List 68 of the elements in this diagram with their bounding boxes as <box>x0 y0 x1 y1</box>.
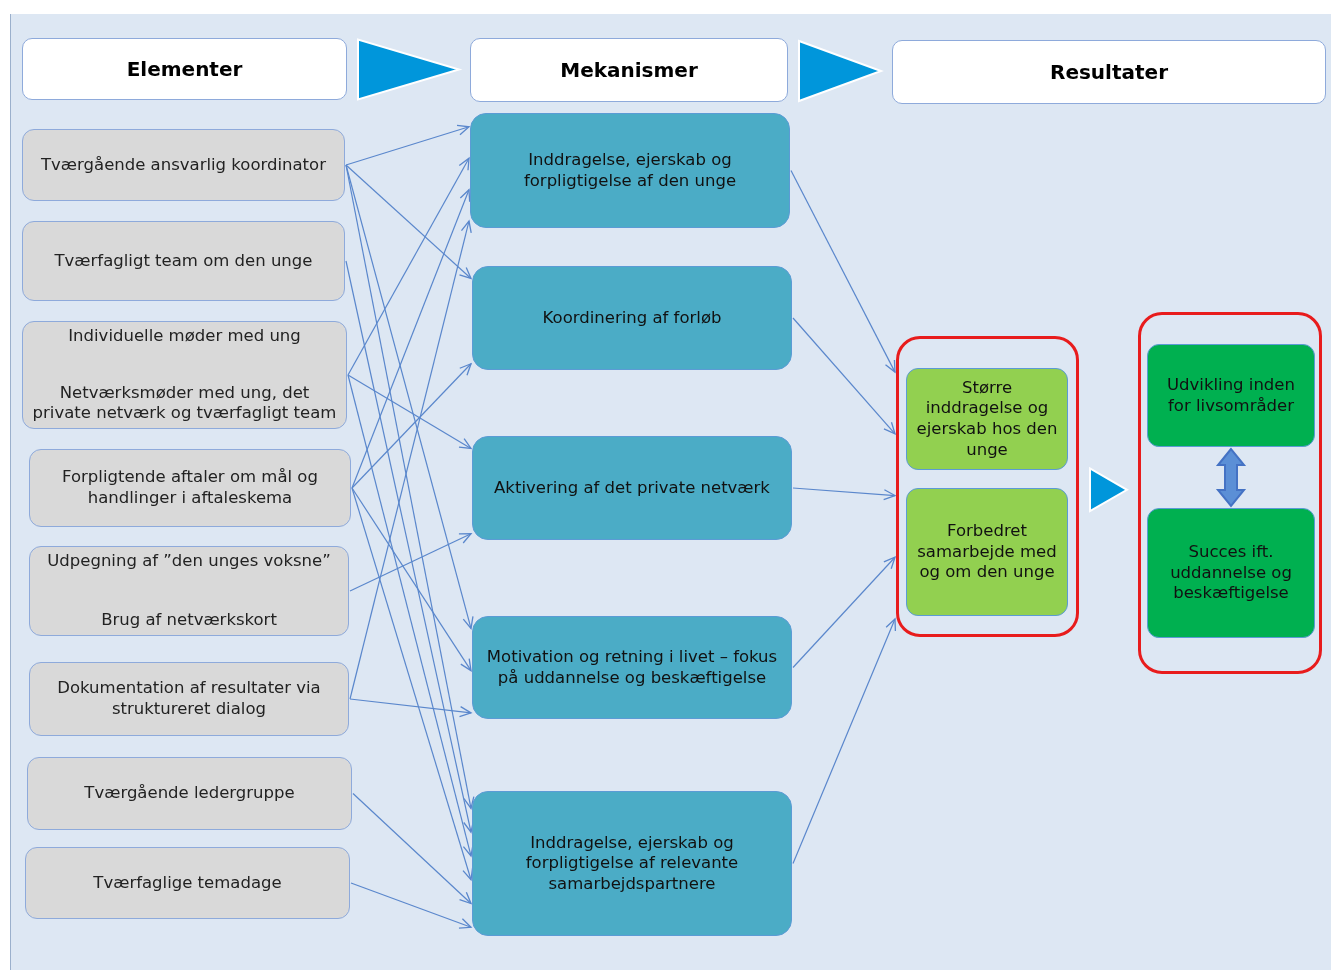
arrow <box>790 169 896 373</box>
arrow <box>351 189 471 489</box>
element-box <box>22 221 345 301</box>
outcome-box <box>1147 508 1315 638</box>
arrow <box>792 317 896 435</box>
double-arrow <box>1215 447 1247 508</box>
triangle-arrow <box>1089 466 1129 513</box>
node-text: Koordinering af forløb <box>542 307 722 329</box>
element-box <box>22 129 345 201</box>
mechanism-box <box>472 436 792 540</box>
node-text: Brug af netværkskort <box>101 610 277 631</box>
column-header <box>22 38 347 100</box>
column-header <box>892 40 1326 104</box>
arrow <box>347 157 470 376</box>
arrow <box>349 533 472 592</box>
element-box <box>22 321 347 429</box>
node-text: Individuelle møder med ung <box>68 326 301 347</box>
node-text: Inddragelse, ejerskab og forpligtigelse af relevante samarbejdspartnere <box>524 832 740 895</box>
node-text: Mekanismer <box>560 57 698 83</box>
arrow <box>792 556 896 669</box>
node-text: Udpegning af ”den unges voksne” <box>47 551 331 572</box>
node-text: Forbedret samarbejde med og om den unge <box>916 521 1058 583</box>
mechanism-box <box>472 791 792 936</box>
triangle-arrow <box>357 38 463 101</box>
node-text: Tværgående ansvarlig koordinator <box>41 154 326 176</box>
node-text: Dokumentation af resultater via struktureret dialog <box>56 678 322 720</box>
arrow <box>350 882 472 929</box>
node-text: Tværfagligt team om den unge <box>54 250 313 272</box>
arrow <box>351 487 474 881</box>
result-box <box>906 368 1068 470</box>
arrow <box>352 792 472 905</box>
node-text: Større inddragelse og ejerskab hos den unge <box>915 377 1059 461</box>
mechanism-box <box>470 113 790 228</box>
arrow <box>347 374 474 857</box>
arrow <box>351 363 472 489</box>
outcome-box <box>1147 344 1315 447</box>
group-frame <box>896 336 1079 637</box>
node-text: Elementer <box>126 56 243 82</box>
result-box <box>906 488 1068 616</box>
node-text: Aktivering af det private netværk <box>494 477 770 499</box>
mechanism-box <box>472 616 792 719</box>
node-text: Udvikling inden for livsområder <box>1166 374 1296 417</box>
node-text: Forpligtende aftaler om mål og handlinger i aftaleskema <box>61 467 319 509</box>
arrow <box>349 220 472 700</box>
node-text: Tværfaglige temadage <box>93 872 282 894</box>
node-text: Motivation og retning i livet – fokus på uddannelse og beskæftigelse <box>485 646 779 689</box>
arrow <box>345 164 472 280</box>
triangle-arrow <box>798 39 884 103</box>
arrow <box>345 164 475 810</box>
node-text: Inddragelse, ejerskab og forpligtigelse af den unge <box>522 149 738 192</box>
arrow <box>351 487 472 672</box>
arrow <box>792 487 896 501</box>
element-box <box>25 847 350 919</box>
node-text: Succes ift. uddannelse og beskæftigelse <box>1169 542 1293 604</box>
arrow <box>349 698 472 718</box>
arrow <box>345 124 470 166</box>
arrow <box>347 374 472 450</box>
node-text: Resultater <box>1050 59 1168 85</box>
column-header <box>470 38 788 102</box>
element-box <box>29 449 351 527</box>
node-text: Netværksmøder med ung, det private netværk og tværfagligt team <box>31 382 338 424</box>
element-box <box>27 757 352 830</box>
node-text: Tværgående ledergruppe <box>84 783 295 804</box>
arrow <box>792 618 897 865</box>
mechanism-box <box>472 266 792 370</box>
element-box <box>29 662 349 736</box>
element-box <box>29 546 349 636</box>
group-frame <box>1138 312 1322 674</box>
